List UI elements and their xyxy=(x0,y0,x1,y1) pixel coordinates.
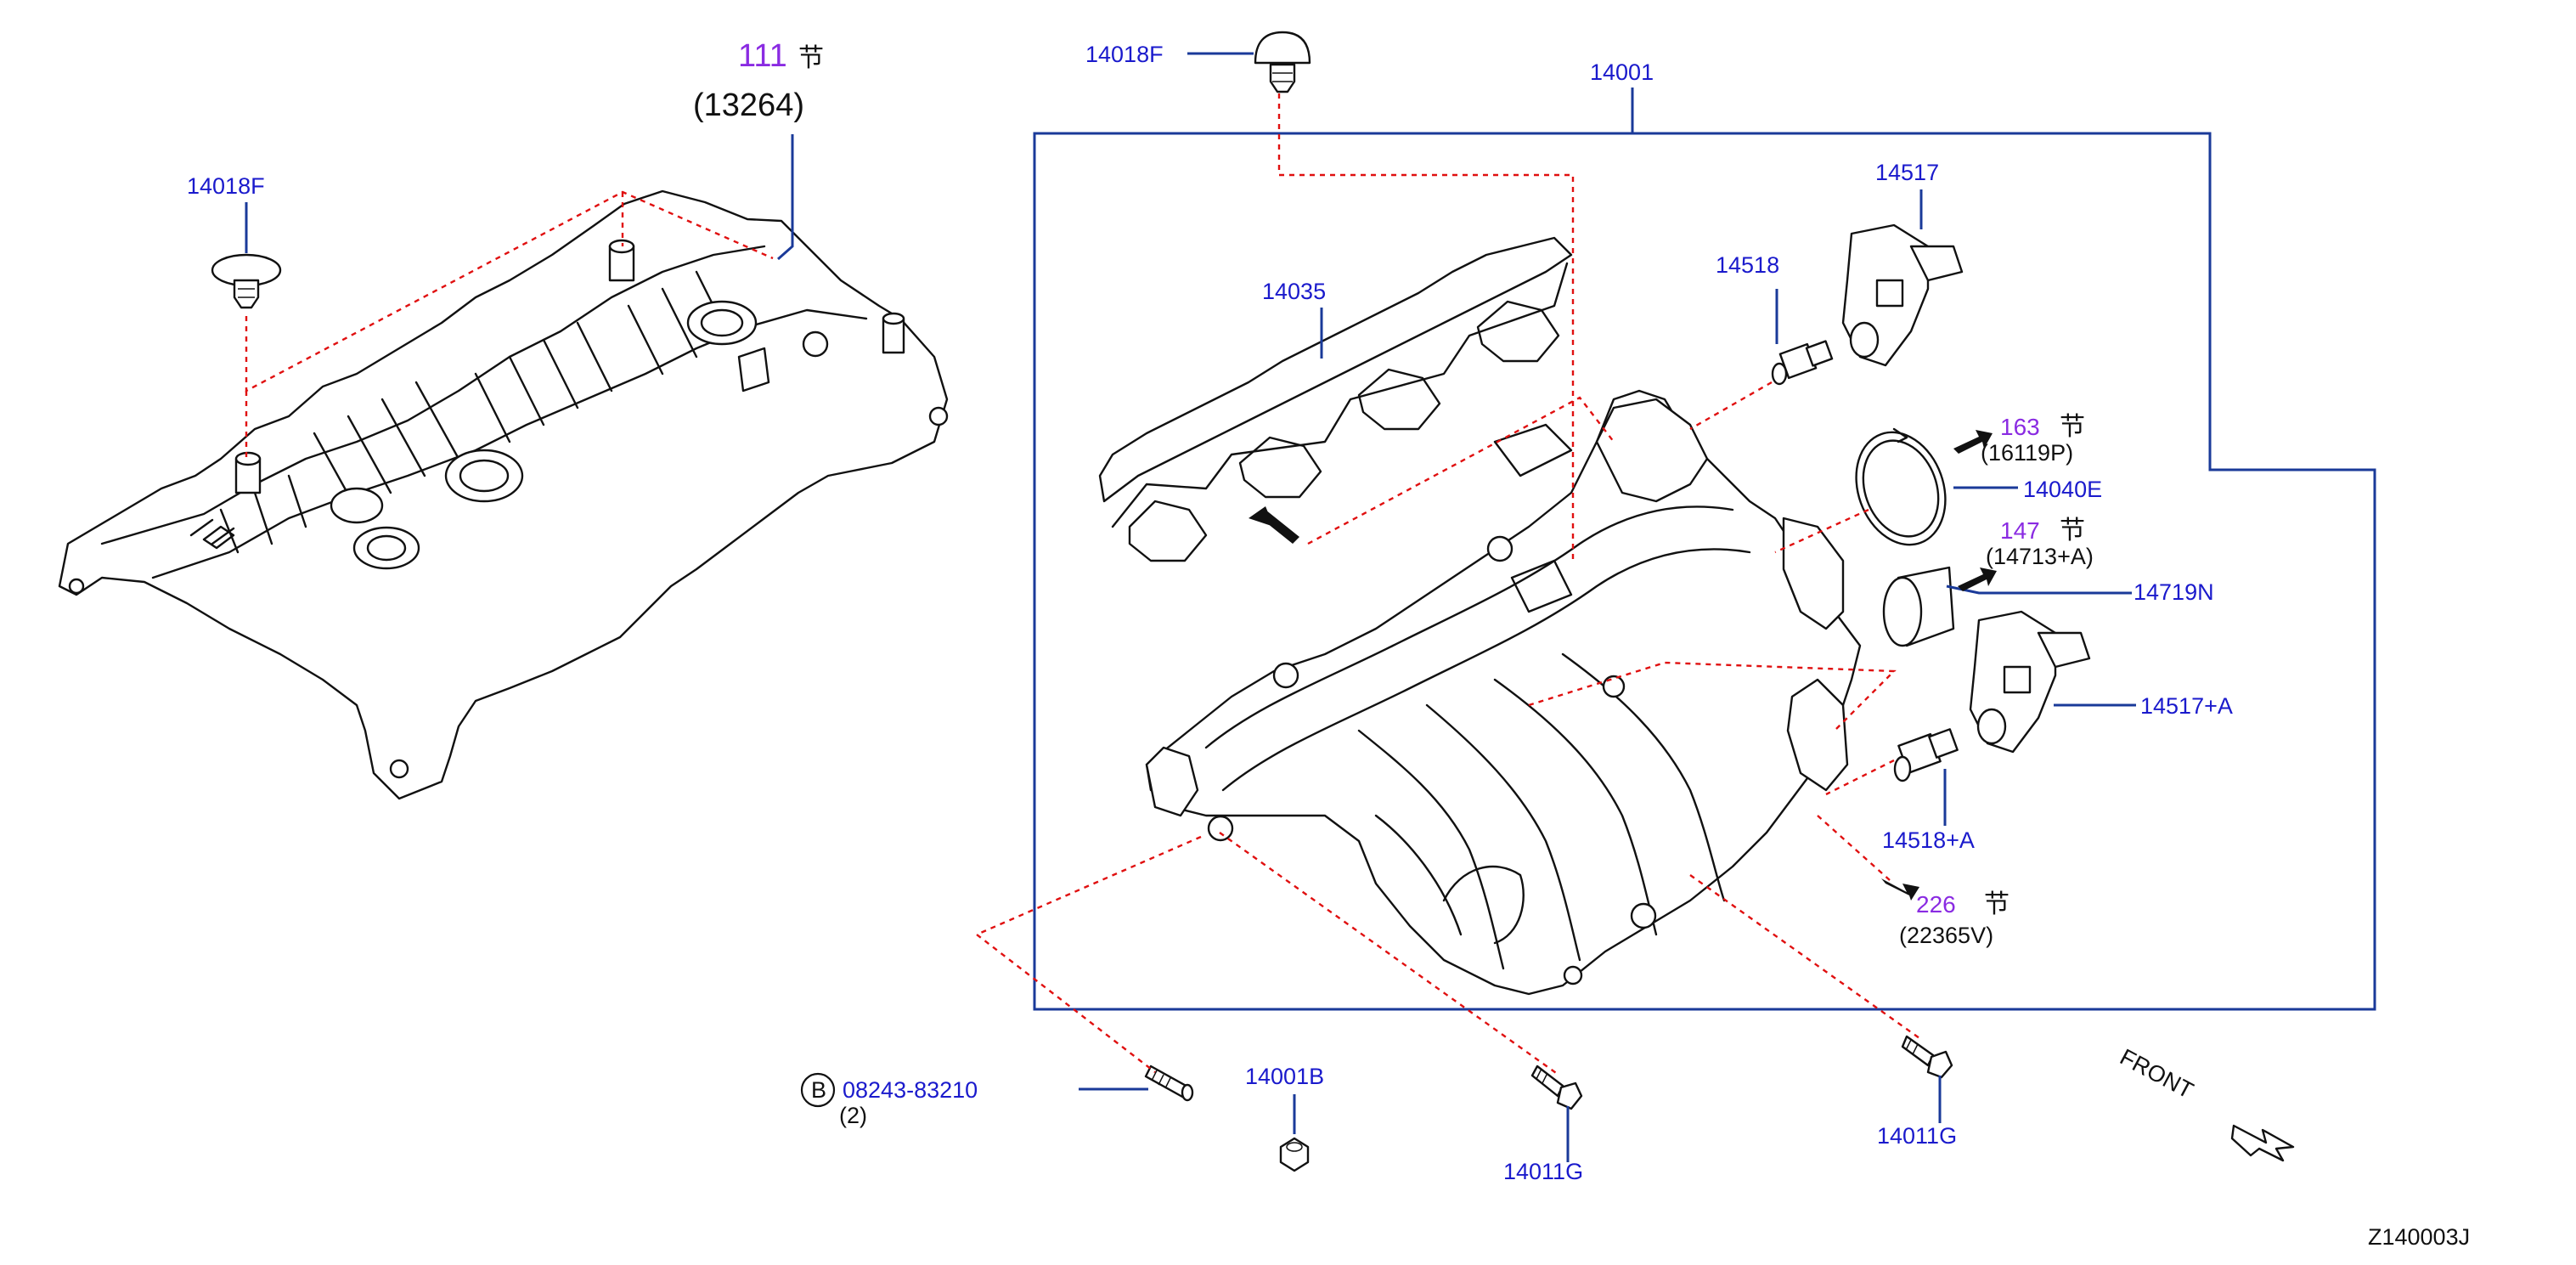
seal-14719n xyxy=(1882,566,1955,647)
label-14011g-right: 14011G xyxy=(1877,1123,1957,1149)
front-label: FRONT xyxy=(2116,1044,2197,1104)
sensor-14517a xyxy=(1969,610,2091,754)
label-22365v: (22365V) xyxy=(1899,923,1993,948)
drawing-code: Z140003J xyxy=(2368,1224,2470,1250)
dashed-link-lines xyxy=(245,93,1920,1076)
section-mark-226: 节 xyxy=(1984,889,2010,919)
label-14517: 14517 xyxy=(1875,160,1939,185)
stud-08243 xyxy=(1144,1065,1194,1102)
intake-manifold-14001 xyxy=(1145,389,1862,996)
label-14518a: 14518+A xyxy=(1882,827,1975,853)
sensor-14518a xyxy=(1893,728,1959,782)
section-ref-111: 111 xyxy=(738,38,787,74)
label-14018f-top: 14018F xyxy=(1085,42,1164,67)
label-16119p: (16119P) xyxy=(1981,440,2073,466)
sensor-14518 xyxy=(1771,340,1834,386)
bolt-circle-letter: B xyxy=(811,1077,826,1103)
label-14517a: 14517+A xyxy=(2140,693,2233,719)
label-14713a: (14713+A) xyxy=(1986,544,2094,569)
section-mark-147: 节 xyxy=(2060,516,2085,545)
arrow-gasket-front xyxy=(1249,506,1299,544)
label-13264: (13264) xyxy=(693,88,804,123)
clip-14018f-left xyxy=(211,253,282,309)
arrow-sec147 xyxy=(1958,568,1997,591)
label-14035: 14035 xyxy=(1262,279,1326,304)
bolt-14011g-left xyxy=(1530,1065,1583,1110)
label-quantity-2: (2) xyxy=(839,1103,867,1128)
nut-14001b xyxy=(1279,1137,1310,1172)
section-mark-111: 节 xyxy=(798,43,824,73)
clip-14018f-top xyxy=(1254,31,1311,93)
leader-14719n xyxy=(1946,584,2132,595)
rocker-cover-13264 xyxy=(58,189,949,800)
label-14018f-left: 14018F xyxy=(187,173,265,199)
bolt-circle-marker xyxy=(800,1072,836,1108)
label-14001b: 14001B xyxy=(1245,1064,1324,1089)
gasket-14035 xyxy=(1098,236,1573,562)
front-arrow-icon xyxy=(2230,1124,2295,1162)
label-14719n: 14719N xyxy=(2134,579,2214,605)
bolt-14011g-right xyxy=(1901,1035,1953,1079)
label-14001: 14001 xyxy=(1590,59,1654,85)
label-08243-83210: 08243-83210 xyxy=(843,1077,978,1103)
label-14518: 14518 xyxy=(1716,252,1779,278)
section-ref-147: 147 xyxy=(2000,517,2040,544)
ring-14040e xyxy=(1855,427,1947,546)
arrow-sec163 xyxy=(1953,430,1993,454)
leader-13264 xyxy=(777,134,794,261)
section-mark-163: 节 xyxy=(2060,412,2085,442)
assembly-14001-box xyxy=(1033,132,2376,1011)
section-ref-163: 163 xyxy=(2000,414,2040,440)
label-14011g-left: 14011G xyxy=(1503,1159,1583,1184)
label-14040e: 14040E xyxy=(2023,477,2102,502)
sensor-14517 xyxy=(1841,223,1964,367)
section-ref-226: 226 xyxy=(1916,891,1956,918)
arrow-sec226 xyxy=(1881,878,1919,901)
